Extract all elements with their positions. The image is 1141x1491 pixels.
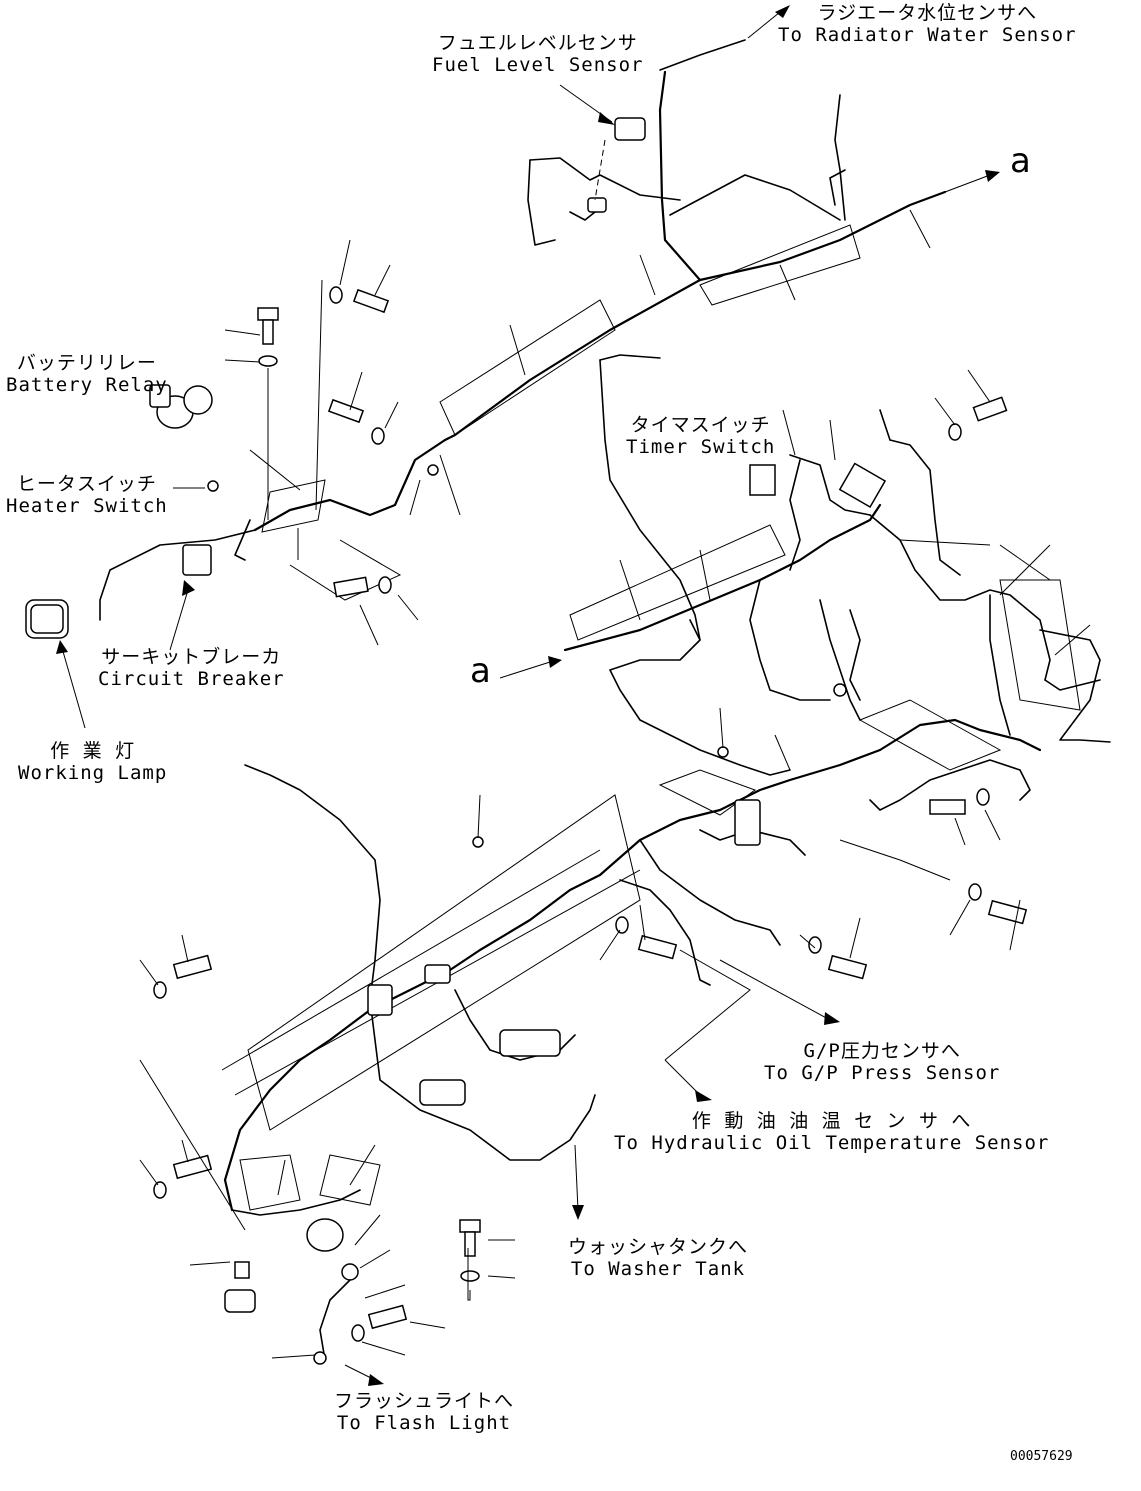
label-en: Battery Relay bbox=[6, 374, 168, 396]
label-heater-switch: ヒータスイッチ Heater Switch bbox=[6, 473, 168, 517]
label-en: Working Lamp bbox=[18, 762, 168, 784]
battery-relay-part bbox=[149, 384, 213, 429]
label-en: Circuit Breaker bbox=[98, 668, 285, 690]
label-timer-switch: タイマスイッチ Timer Switch bbox=[626, 414, 775, 458]
label-radiator-water-sensor: ラジエータ水位センサへ To Radiator Water Sensor bbox=[778, 2, 1077, 46]
label-en: Fuel Level Sensor bbox=[432, 54, 644, 76]
left-harness bbox=[25, 239, 461, 729]
label-en: To Washer Tank bbox=[570, 1258, 746, 1280]
label-en: To G/P Press Sensor bbox=[764, 1062, 1001, 1084]
connection-mark-a-top: a bbox=[1010, 141, 1031, 181]
label-en: To Radiator Water Sensor bbox=[778, 24, 1077, 46]
label-fuel-level-sensor: フュエルレベルセンサ Fuel Level Sensor bbox=[432, 32, 643, 76]
label-hydraulic-oil-temp-sensor: 作 動 油 油 温 セ ン サ へ To Hydraulic Oil Tempe… bbox=[614, 1110, 1049, 1154]
label-jp: バッテリリレー bbox=[16, 352, 157, 374]
bolt-group-left bbox=[257, 286, 439, 598]
label-en: To Hydraulic Oil Temperature Sensor bbox=[614, 1132, 1050, 1154]
label-jp: ヒータスイッチ bbox=[16, 473, 157, 495]
top-harness bbox=[439, 5, 1000, 442]
connection-mark-a-mid: a bbox=[470, 651, 491, 691]
label-jp: サーキットブレーカ bbox=[101, 646, 282, 668]
label-jp: 作 業 灯 bbox=[50, 740, 136, 762]
label-washer-tank: ウォッシャタンクへ To Washer Tank bbox=[568, 1236, 748, 1280]
label-jp: フラッシュライトへ bbox=[334, 1390, 515, 1412]
label-en: Timer Switch bbox=[626, 436, 776, 458]
label-circuit-breaker: サーキットブレーカ Circuit Breaker bbox=[98, 646, 285, 690]
lower-harness bbox=[139, 748, 1031, 1386]
working-lamp-part bbox=[25, 599, 69, 639]
document-id: 00057629 bbox=[1010, 1449, 1073, 1464]
middle-harness bbox=[499, 354, 1111, 846]
label-jp: 作 動 油 油 温 セ ン サ へ bbox=[691, 1110, 972, 1132]
label-jp: ラジエータ水位センサへ bbox=[817, 2, 1038, 24]
label-jp: ウォッシャタンクへ bbox=[568, 1236, 749, 1258]
label-en: Heater Switch bbox=[6, 495, 168, 517]
label-battery-relay: バッテリリレー Battery Relay bbox=[6, 352, 168, 396]
label-jp: フュエルレベルセンサ bbox=[437, 32, 638, 54]
label-jp: タイマスイッチ bbox=[630, 414, 771, 436]
label-gp-press-sensor: G/P圧力センサへ To G/P Press Sensor bbox=[764, 1040, 1000, 1084]
label-working-lamp: 作 業 灯 Working Lamp bbox=[18, 740, 167, 784]
label-jp: G/P圧力センサへ bbox=[803, 1040, 961, 1062]
label-flash-light: フラッシュライトへ To Flash Light bbox=[334, 1390, 514, 1434]
label-en: To Flash Light bbox=[336, 1412, 512, 1434]
